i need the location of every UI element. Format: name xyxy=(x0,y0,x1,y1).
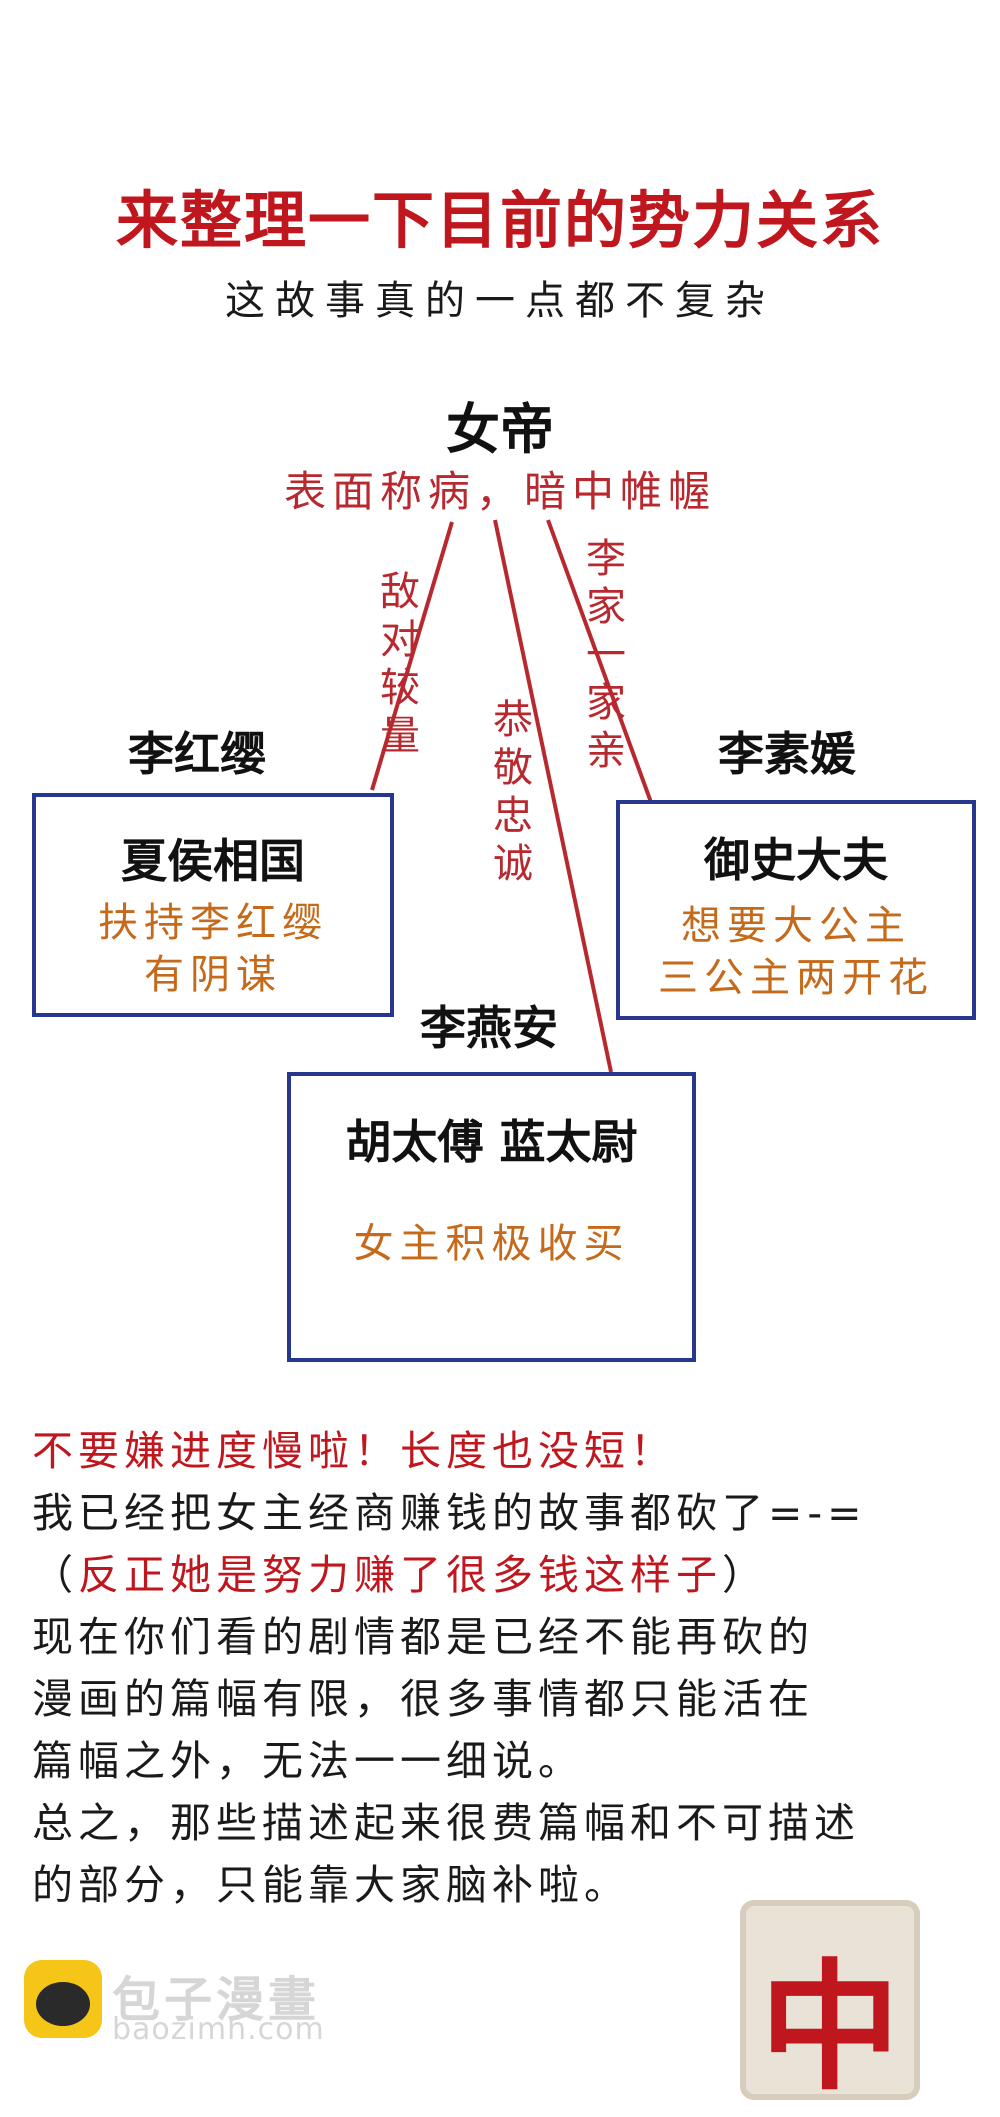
note-line-5: 漫画的篇幅有限，很多事情都只能活在 xyxy=(32,1675,814,1723)
edge-label-right: 李家一家亲 xyxy=(586,536,626,774)
emperor-name: 女帝 xyxy=(446,398,554,461)
box-title-left: 夏侯相国 xyxy=(121,834,305,888)
box-title-bottom: 胡太傅 蓝太尉 xyxy=(345,1115,638,1169)
faction-label-bottom: 李燕安 xyxy=(420,1001,558,1055)
faction-box-left: 夏侯相国 扶持李红缨 有阴谋 xyxy=(32,793,394,1017)
note-line-2: 我已经把女主经商赚钱的故事都砍了=-= xyxy=(32,1489,867,1537)
faction-box-bottom: 胡太傅 蓝太尉 女主积极收买 xyxy=(287,1072,696,1362)
box-desc-right: 想要大公主 三公主两开花 xyxy=(658,903,934,1001)
edge-right-line xyxy=(546,519,654,806)
author-note: 不要嫌进度慢啦！长度也没短！ 我已经把女主经商赚钱的故事都砍了=-= （反正她是… xyxy=(32,1420,982,1916)
box-title-right: 御史大夫 xyxy=(704,833,888,887)
watermark-name: 包子漫畫 xyxy=(112,1972,321,2028)
note-line-8: 的部分，只能靠大家脑补啦。 xyxy=(32,1861,630,1909)
page-title: 来整理一下目前的势力关系 xyxy=(115,184,884,257)
note-line-4: 现在你们看的剧情都是已经不能再砍的 xyxy=(32,1613,814,1661)
edge-left-line xyxy=(370,521,454,791)
note-line-6: 篇幅之外，无法一一细说。 xyxy=(32,1737,584,1785)
edge-middle-line xyxy=(493,519,613,1073)
emperor-desc: 表面称病，暗中帷幄 xyxy=(283,467,716,516)
note-line-7: 总之，那些描述起来很费篇幅和不可描述 xyxy=(32,1799,860,1847)
mahjong-tile-glyph: 中 xyxy=(759,1947,900,2110)
note-line-3: （反正她是努力赚了很多钱这样子） xyxy=(32,1551,768,1599)
baozi-face-icon xyxy=(36,1982,90,2026)
box-desc-bottom: 女主积极收买 xyxy=(353,1221,630,1267)
page-subtitle: 这故事真的一点都不复杂 xyxy=(225,278,775,324)
box-desc-left: 扶持李红缨 有阴谋 xyxy=(98,900,328,998)
watermark-url: baozimh.com xyxy=(112,2012,325,2047)
edge-label-left: 敌对较量 xyxy=(380,569,420,759)
edge-label-middle: 恭敬忠诚 xyxy=(493,697,533,887)
faction-label-right: 李素媛 xyxy=(718,727,856,781)
relation-lines xyxy=(370,519,654,1073)
faction-label-left: 李红缨 xyxy=(128,727,266,781)
faction-box-right: 御史大夫 想要大公主 三公主两开花 xyxy=(616,800,976,1020)
note-line-1: 不要嫌进度慢啦！长度也没短！ xyxy=(32,1427,676,1475)
